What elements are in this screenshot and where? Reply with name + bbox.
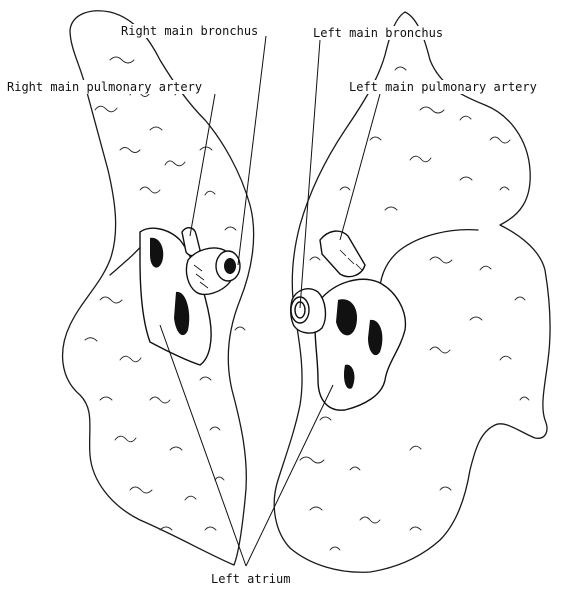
label-left-main-bronchus: Left main bronchus	[312, 26, 444, 40]
leader-right-main-bronchus	[238, 36, 266, 265]
left-lung-fissure	[380, 230, 478, 300]
left-hilum-atrium	[315, 279, 405, 410]
leader-left-atrium-left	[246, 385, 333, 566]
left-hilum	[291, 231, 406, 410]
right-hilum	[140, 228, 240, 365]
label-left-main-pulmonary-artery: Left main pulmonary artery	[348, 80, 538, 94]
leader-left-main-bronchus	[300, 40, 320, 308]
label-right-main-bronchus: Right main bronchus	[120, 24, 259, 38]
label-left-atrium: Left atrium	[210, 572, 291, 586]
leader-left-main-pulmonary-artery	[340, 94, 380, 240]
left-main-bronchus-stub	[320, 231, 365, 277]
label-right-main-pulmonary-artery: Right main pulmonary artery	[6, 80, 203, 94]
leader-right-main-pulmonary-artery	[190, 94, 215, 236]
